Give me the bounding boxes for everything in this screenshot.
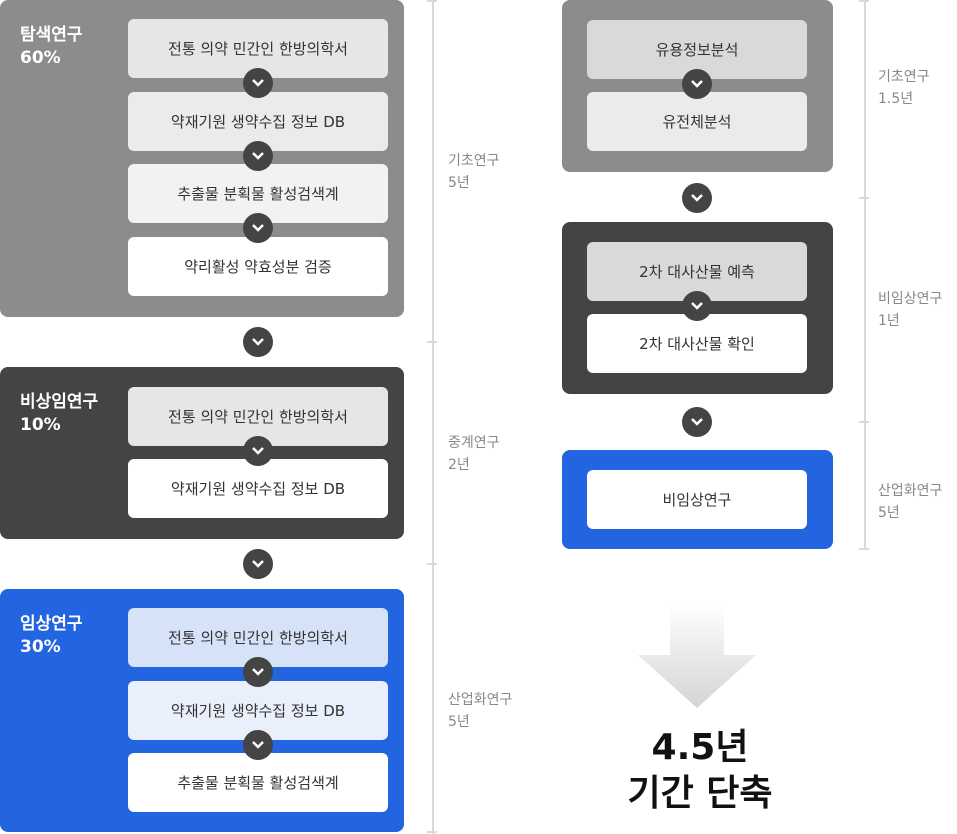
- step-label: 전통 의약 민간인 한방의학서: [168, 408, 348, 426]
- chevron-down-icon: [243, 730, 273, 760]
- step-label: 2차 대사산물 확인: [639, 335, 755, 353]
- timeline-label: 기초연구 1.5년: [878, 66, 930, 110]
- panel-title-text: 탐색연구: [20, 25, 83, 45]
- clinical-research-panel: 임상연구 30% 전통 의약 민간인 한방의학서 약재기원 생약수집 정보 DB…: [0, 589, 404, 832]
- step-label: 유용정보분석: [655, 41, 739, 59]
- chevron-down-icon: [243, 436, 273, 466]
- step-label: 약재기원 생약수집 정보 DB: [170, 480, 346, 498]
- step-label: 전통 의약 민간인 한방의학서: [168, 629, 348, 647]
- step-box: 약재기원 생약수집 정보 DB: [128, 459, 388, 518]
- big-down-arrow-icon: [638, 603, 756, 708]
- step-label: 유전체분석: [662, 113, 732, 131]
- timeline-tick: [859, 421, 869, 423]
- step-box: 유전체분석: [587, 92, 807, 151]
- timeline-label-phase: 중계연구: [448, 435, 500, 451]
- timeline-label-duration: 5년: [878, 505, 900, 521]
- step-label: 약재기원 생약수집 정보 DB: [170, 702, 346, 720]
- step-label: 추출물 분획물 활성검색계: [177, 185, 339, 203]
- timeline-label: 기초연구 5년: [448, 150, 500, 194]
- timeline-label-duration: 5년: [448, 175, 470, 191]
- result-text: 4.5년 기간 단축: [580, 725, 820, 817]
- panel-title-text: 비상임연구: [20, 392, 99, 412]
- step-label: 전통 의약 민간인 한방의학서: [168, 40, 348, 58]
- step-box: 약리활성 약효성분 검증: [128, 237, 388, 296]
- left-timeline: [432, 0, 434, 834]
- timeline-label-duration: 1년: [878, 313, 900, 329]
- timeline-tick: [427, 0, 437, 2]
- result-duration: 4.5년: [651, 727, 749, 768]
- chevron-down-icon: [243, 657, 273, 687]
- timeline-tick: [427, 831, 437, 833]
- timeline-label-duration: 2년: [448, 457, 470, 473]
- nonclinical-research-panel: 비상임연구 10% 전통 의약 민간인 한방의학서 약재기원 생약수집 정보 D…: [0, 367, 404, 539]
- timeline-tick: [859, 0, 869, 2]
- chevron-down-icon: [682, 69, 712, 99]
- panel-percent: 30%: [20, 637, 61, 657]
- panel-title-text: 임상연구: [20, 614, 83, 634]
- timeline-label-duration: 1.5년: [878, 91, 914, 107]
- basic-research-panel: 유용정보분석 유전체분석: [562, 0, 833, 172]
- panel-percent: 60%: [20, 48, 61, 68]
- chevron-down-icon: [243, 213, 273, 243]
- chevron-down-icon: [682, 183, 712, 213]
- step-box: 2차 대사산물 확인: [587, 314, 807, 373]
- timeline-label-phase: 산업화연구: [878, 483, 943, 499]
- nonclinical-panel: 비임상연구: [562, 450, 833, 549]
- chevron-down-icon: [682, 407, 712, 437]
- timeline-label-phase: 비임상연구: [878, 291, 943, 307]
- result-caption: 기간 단축: [627, 773, 773, 814]
- timeline-tick: [859, 197, 869, 199]
- chevron-down-icon: [243, 141, 273, 171]
- timeline-label-phase: 기초연구: [448, 153, 500, 169]
- step-label: 비임상연구: [662, 491, 732, 509]
- timeline-tick: [427, 341, 437, 343]
- timeline-label: 비임상연구 1년: [878, 288, 942, 332]
- right-timeline: [864, 0, 866, 550]
- panel-title: 임상연구 30%: [20, 613, 83, 659]
- timeline-tick: [859, 548, 869, 550]
- chevron-down-icon: [243, 327, 273, 357]
- metabolite-panel: 2차 대사산물 예측 2차 대사산물 확인: [562, 222, 833, 394]
- step-label: 추출물 분획물 활성검색계: [177, 774, 339, 792]
- panel-title: 비상임연구 10%: [20, 391, 98, 437]
- panel-title: 탐색연구 60%: [20, 24, 83, 70]
- chevron-down-icon: [243, 68, 273, 98]
- timeline-label-phase: 기초연구: [878, 69, 930, 85]
- explore-research-panel: 탐색연구 60% 전통 의약 민간인 한방의학서 약재기원 생약수집 정보 DB…: [0, 0, 404, 317]
- step-label: 2차 대사산물 예측: [639, 263, 755, 281]
- step-label: 약재기원 생약수집 정보 DB: [170, 113, 346, 131]
- timeline-label-duration: 5년: [448, 714, 470, 730]
- chevron-down-icon: [682, 291, 712, 321]
- timeline-tick: [427, 563, 437, 565]
- timeline-label-phase: 산업화연구: [448, 692, 513, 708]
- panel-percent: 10%: [20, 415, 61, 435]
- step-box: 비임상연구: [587, 470, 807, 529]
- chevron-down-icon: [243, 549, 273, 579]
- step-label: 약리활성 약효성분 검증: [184, 258, 332, 276]
- timeline-label: 산업화연구 5년: [448, 689, 512, 733]
- timeline-label: 중계연구 2년: [448, 432, 500, 476]
- timeline-label: 산업화연구 5년: [878, 480, 942, 524]
- step-box: 추출물 분획물 활성검색계: [128, 753, 388, 812]
